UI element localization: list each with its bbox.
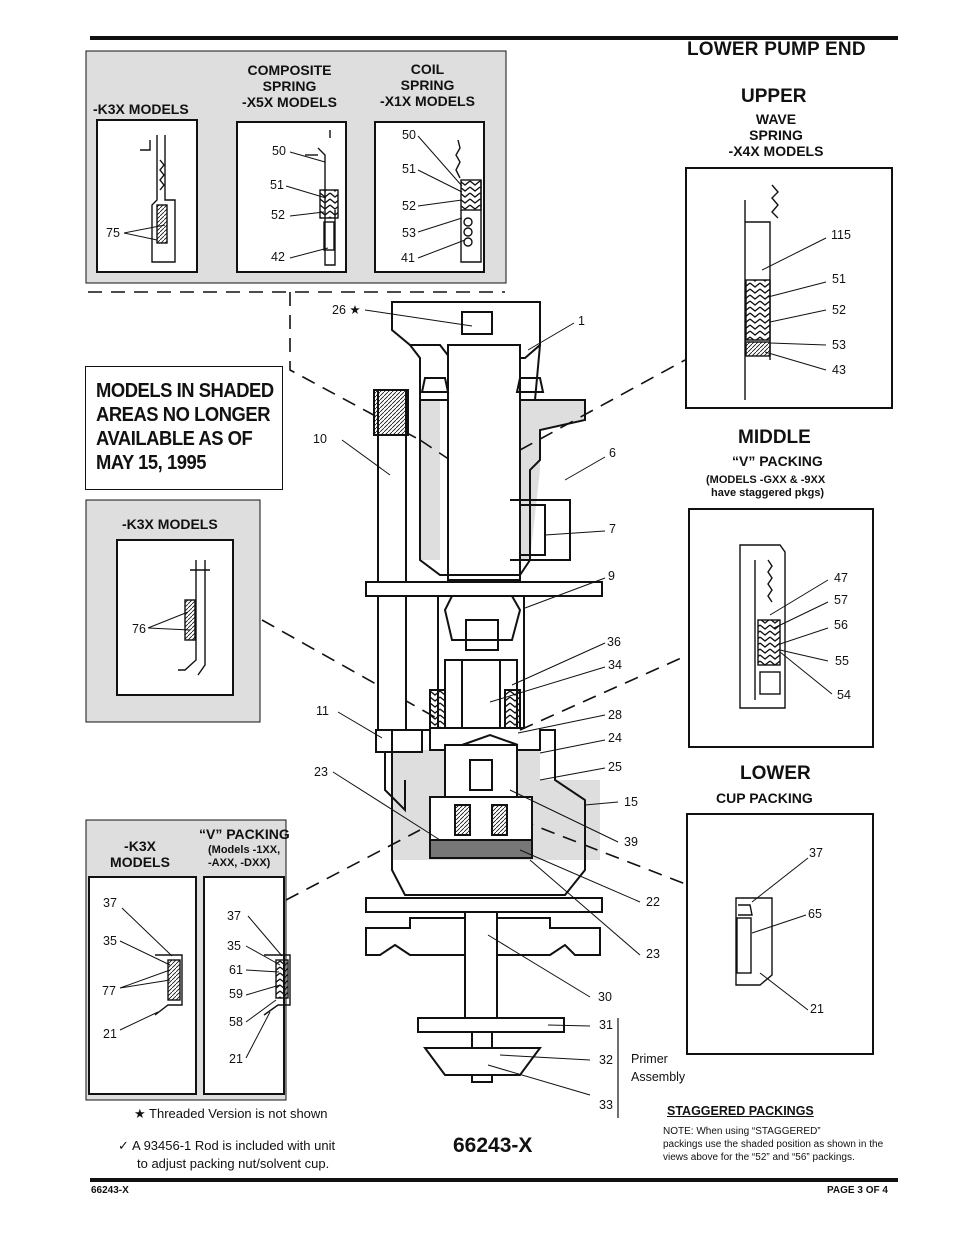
upper-heading: UPPER	[741, 86, 807, 107]
notice-box	[85, 366, 283, 490]
callout-53-coil: 53	[402, 226, 416, 240]
callout-50-coil: 50	[402, 128, 416, 142]
callout-35-k3x: 35	[103, 934, 117, 948]
part-number: 66243-X	[453, 1134, 533, 1157]
callout-11: 11	[316, 704, 329, 718]
callout-42-composite: 42	[271, 250, 285, 264]
callout-52-composite: 52	[271, 208, 285, 222]
middle-staggered-note: (MODELS -GXX & -9XX have staggered pkgs)	[706, 474, 826, 499]
callout-51-upper: 51	[832, 272, 846, 286]
callout-7: 7	[609, 522, 616, 536]
callout-115: 115	[831, 228, 851, 242]
callout-24: 24	[608, 731, 622, 745]
callout-53-upper: 53	[832, 338, 846, 352]
callout-22: 22	[646, 895, 660, 909]
callout-34: 34	[608, 658, 622, 672]
primer-assembly-label: Primer Assembly	[631, 1052, 686, 1084]
callout-39: 39	[624, 835, 638, 849]
middle-heading: MIDDLE	[738, 427, 811, 448]
k3x-mid-label: -K3X MODELS	[122, 516, 218, 532]
top-rule	[90, 36, 898, 40]
callout-23-right: 23	[646, 947, 660, 961]
cup-packing-label: CUP PACKING	[716, 790, 813, 806]
callout-21-lower: 21	[810, 1002, 824, 1016]
callout-33: 33	[599, 1098, 613, 1112]
callout-57: 57	[834, 593, 848, 607]
callout-15: 15	[624, 795, 638, 809]
bottom-rule	[90, 1178, 898, 1182]
callout-51-composite: 51	[270, 178, 284, 192]
callout-41-coil: 41	[401, 251, 415, 265]
callout-59-vpack: 59	[229, 987, 243, 1001]
composite-spring-label: COMPOSITE SPRING -X5X MODELS	[242, 62, 337, 110]
callout-32: 32	[599, 1053, 613, 1067]
callout-52-upper: 52	[832, 303, 846, 317]
check-icon: ✓	[118, 1138, 129, 1153]
footer-right: PAGE 3 OF 4	[827, 1185, 888, 1196]
callout-1: 1	[578, 314, 585, 328]
callout-76: 76	[132, 622, 146, 636]
callout-51-coil: 51	[402, 162, 416, 176]
callout-54: 54	[837, 688, 851, 702]
callout-61-vpack: 61	[229, 963, 243, 977]
callout-9: 9	[608, 569, 615, 583]
legend-rod: ✓A 93456-1 Rod is included with unit to …	[118, 1138, 336, 1171]
callout-43-upper: 43	[832, 363, 846, 377]
callout-26: 26 ★	[332, 303, 361, 317]
callout-6: 6	[609, 446, 616, 460]
staggered-note: NOTE: When using “STAGGERED” packings us…	[663, 1126, 884, 1163]
callout-37-k3x: 37	[103, 896, 117, 910]
callout-10: 10	[313, 432, 327, 446]
staggered-title: STAGGERED PACKINGS	[667, 1104, 814, 1118]
wave-spring-label: WAVE SPRING -X4X MODELS	[728, 111, 824, 159]
k3x-top-label: -K3X MODELS	[93, 101, 189, 117]
k3x-bottom-label: -K3X MODELS	[110, 838, 170, 870]
callout-55: 55	[835, 654, 849, 668]
callout-23-left: 23	[314, 765, 328, 779]
lower-heading: LOWER	[740, 763, 811, 784]
notice-text: MODELS IN SHADED AREAS NO LONGER AVAILAB…	[96, 380, 274, 474]
callout-65-lower: 65	[808, 907, 822, 921]
callout-21-k3x: 21	[103, 1027, 117, 1041]
coil-spring-label: COIL SPRING -X1X MODELS	[380, 61, 475, 109]
callout-35-vpack: 35	[227, 939, 241, 953]
middle-v-packing-label: “V” PACKING	[732, 453, 823, 469]
page-title: LOWER PUMP END	[687, 39, 866, 60]
callout-21-vpack: 21	[229, 1052, 243, 1066]
legend-star: ★ Threaded Version is not shown	[134, 1106, 328, 1121]
callout-37-vpack: 37	[227, 909, 241, 923]
callout-75: 75	[106, 226, 120, 240]
callout-47: 47	[834, 571, 848, 585]
footer-left: 66243-X	[91, 1185, 129, 1196]
callout-37-lower: 37	[809, 846, 823, 860]
callout-28: 28	[608, 708, 622, 722]
callout-31: 31	[599, 1018, 613, 1032]
callout-56: 56	[834, 618, 848, 632]
v-packing-bottom-label: “V” PACKING	[199, 826, 290, 842]
callout-30: 30	[598, 990, 612, 1004]
callout-25: 25	[608, 760, 622, 774]
v-packing-models-note: (Models -1XX, -AXX, -DXX)	[208, 844, 281, 869]
callout-50-composite: 50	[272, 144, 286, 158]
callout-36: 36	[607, 635, 621, 649]
callout-58-vpack: 58	[229, 1015, 243, 1029]
callout-52-coil: 52	[402, 199, 416, 213]
callout-77-k3x: 77	[102, 984, 116, 998]
